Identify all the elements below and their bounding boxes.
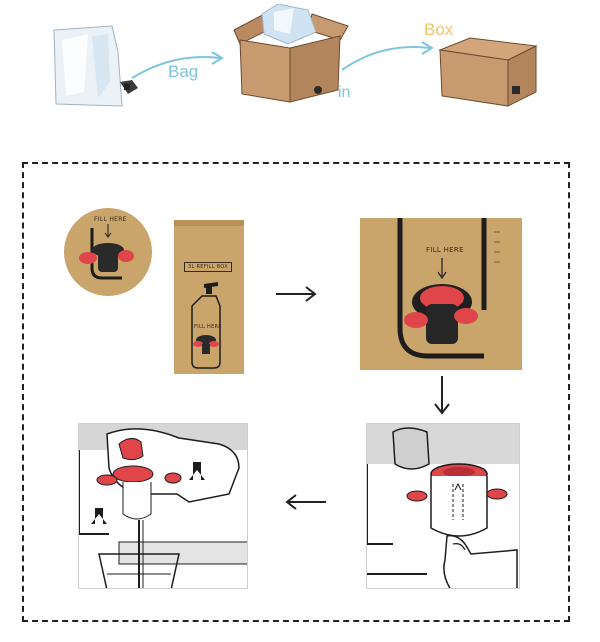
instructions-frame bbox=[22, 162, 570, 622]
bottle-fill-here-text: FILL HERE bbox=[194, 324, 222, 330]
spout-closeup-panel: FILL HERE bbox=[360, 218, 522, 370]
refill-box-banner: 3L REFILL BOX bbox=[184, 262, 232, 272]
refill-box-front: 3L REFILL BOX FILL HERE bbox=[174, 220, 244, 374]
closed-box-illustration bbox=[436, 36, 540, 108]
arrow-down bbox=[432, 374, 452, 418]
bag-illustration bbox=[48, 22, 148, 112]
arrow-box-to-closed-box bbox=[340, 30, 436, 74]
arrow-left bbox=[282, 492, 328, 512]
arrow-right bbox=[274, 284, 320, 304]
remove-cap-panel bbox=[366, 423, 520, 589]
in-label: in bbox=[338, 84, 351, 101]
box-label: Box bbox=[424, 20, 454, 39]
dispense-panel bbox=[78, 423, 248, 589]
closeup-fill-here-text: FILL HERE bbox=[426, 246, 464, 254]
badge-fill-here-text: FILL HERE bbox=[94, 216, 127, 223]
open-box-illustration bbox=[228, 3, 352, 104]
bag-label: Bag bbox=[168, 62, 199, 81]
arrow-bag-to-box bbox=[128, 44, 228, 84]
fill-here-badge: FILL HERE bbox=[64, 208, 152, 296]
